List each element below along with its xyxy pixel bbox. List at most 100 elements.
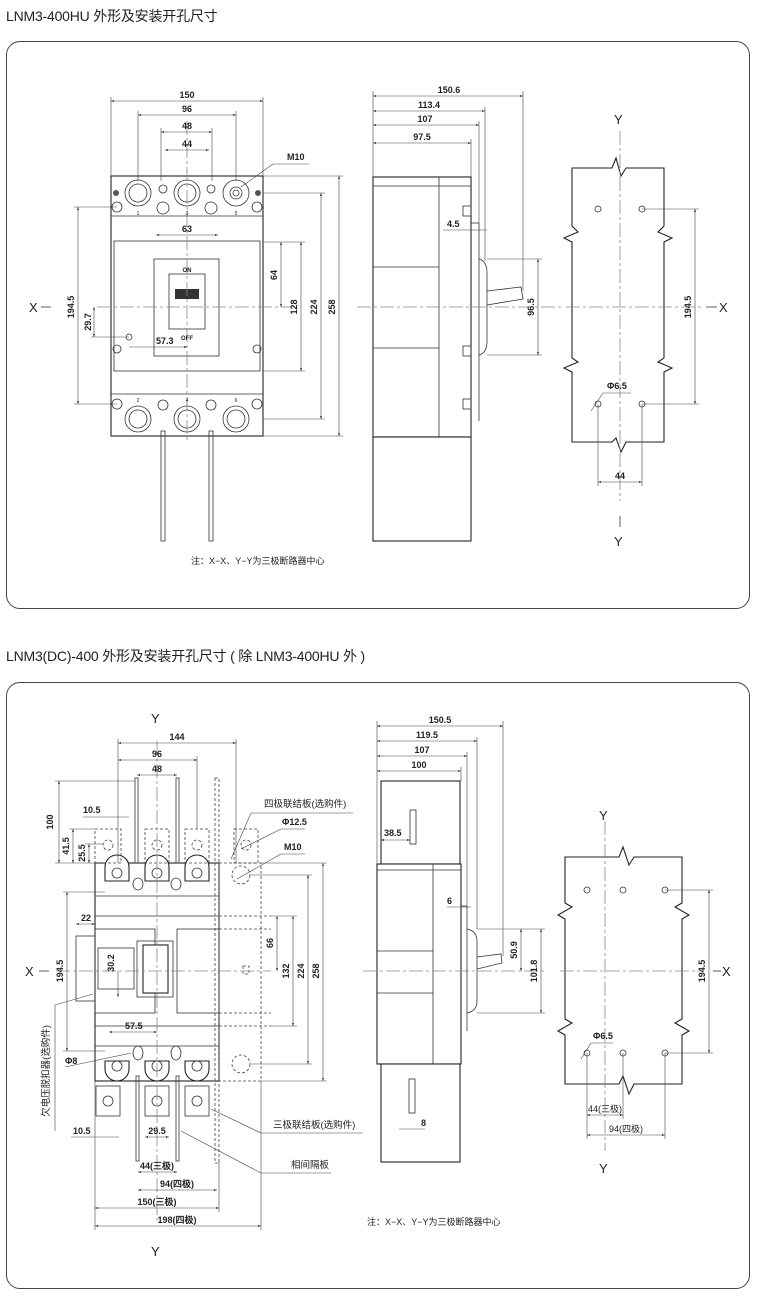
dim-194-5: 194.5 [697, 960, 707, 983]
dim-48: 48 [182, 121, 192, 131]
callout-undervoltage-release: 欠电压脱扣器(选购件) [40, 1025, 52, 1117]
dim-10-5-bottom: 10.5 [73, 1126, 91, 1136]
label-m10: M10 [287, 152, 305, 162]
y-axis-label-top: Y [599, 808, 608, 823]
dim-198-four-pole: 198(四极) [157, 1214, 196, 1225]
terminal-number: 2 [137, 398, 140, 404]
phase-barrier [135, 1075, 140, 1162]
note-centerlines: 注：X−X、Y−Y为三极断路器中心 [191, 555, 325, 566]
dim-150-5: 150.5 [429, 715, 452, 725]
dim-128: 128 [289, 299, 299, 314]
dim-107: 107 [414, 745, 429, 755]
dim-100: 100 [411, 760, 426, 770]
side-view: 150.6 113.4 107 97.5 4.5 96.5 [357, 85, 561, 542]
label-hole-dia: Φ6.5 [607, 381, 627, 391]
x-axis-label: X [29, 300, 38, 315]
dim-101-8: 101.8 [529, 960, 539, 983]
callout-three-pole-plate: 三极联结板(选购件) [273, 1119, 355, 1131]
dim-113-4: 113.4 [418, 100, 440, 110]
dim-8: 8 [421, 1118, 426, 1128]
dim-41-5: 41.5 [61, 837, 71, 855]
terminal-number: 3 [186, 211, 189, 217]
label-hole-dia: Φ6.5 [593, 1031, 613, 1041]
dim-44-three-pole: 44(三极) [588, 1103, 622, 1114]
dim-150: 150 [179, 90, 194, 100]
front-view: 150 96 48 44 M10 63 ON OFF 1 3 5 2 4 6 6… [29, 90, 343, 542]
dim-94-four-pole: 94(四极) [609, 1123, 643, 1134]
handle-lever [486, 286, 524, 306]
bottom-terminals [104, 1045, 210, 1082]
three-pole-plate [95, 1085, 121, 1117]
undervoltage-release [75, 935, 96, 1002]
section2-panel: 144 96 48 100 41.5 25.5 10.5 22 194.5 30… [6, 682, 750, 1289]
dim-64: 64 [269, 270, 279, 280]
terminal-number: 4 [186, 398, 189, 404]
dim-194-5: 194.5 [55, 960, 65, 983]
dim-63: 63 [182, 224, 192, 234]
note-centerlines: 注：X−X、Y−Y为三极断路器中心 [367, 1216, 501, 1227]
dim-4-5: 4.5 [447, 219, 460, 229]
callout-four-pole-plate: 四极联结板(选购件) [264, 798, 346, 810]
dim-57-5: 57.5 [125, 1021, 143, 1031]
dim-30-2: 30.2 [106, 954, 116, 972]
dim-66: 66 [265, 938, 275, 948]
dim-38-5: 38.5 [384, 828, 402, 838]
dim-194-5: 194.5 [683, 296, 693, 319]
x-axis-label: X [719, 300, 728, 315]
callout-phase-barrier: 相间隔板 [291, 1159, 330, 1171]
dim-258: 258 [327, 299, 337, 314]
dim-48: 48 [152, 764, 162, 774]
x-axis-label: X [25, 964, 34, 979]
callout-m10: M10 [284, 842, 302, 852]
dim-25-5: 25.5 [77, 844, 87, 862]
undervoltage-window [97, 947, 135, 990]
dim-224: 224 [309, 299, 319, 314]
dim-97-5: 97.5 [413, 132, 431, 142]
section1-title: LNM3-400HU 外形及安装开孔尺寸 [6, 8, 218, 24]
handle [142, 944, 169, 994]
y-axis-label-top: Y [151, 711, 160, 726]
barrier-block [372, 436, 472, 542]
dim-100: 100 [45, 814, 55, 829]
y-axis-label-bottom: Y [151, 1244, 160, 1259]
label-on: ON [183, 268, 192, 274]
section1-panel: 150 96 48 44 M10 63 ON OFF 1 3 5 2 4 6 6… [6, 41, 750, 609]
callout-phi12-5: Φ12.5 [282, 817, 307, 827]
dim-224: 224 [296, 963, 306, 978]
label-off: OFF [181, 336, 193, 342]
dim-94-four-pole: 94(四极) [160, 1178, 194, 1189]
dim-44: 44 [182, 139, 192, 149]
front-view: 144 96 48 100 41.5 25.5 10.5 22 194.5 30… [25, 711, 363, 1259]
mounting-hole-view: 194.5 44 Φ6.5 Y Y X [562, 112, 728, 549]
dim-29-7: 29.7 [83, 313, 93, 331]
y-axis-label-bottom: Y [614, 534, 623, 549]
dim-96: 96 [152, 749, 162, 759]
dim-132: 132 [281, 963, 291, 978]
dim-96-5: 96.5 [526, 298, 536, 316]
drawing-lnm3-dc-400: 144 96 48 100 41.5 25.5 10.5 22 194.5 30… [25, 711, 731, 1259]
terminal-number: 5 [235, 211, 238, 217]
handle-lever [476, 953, 503, 970]
dim-6: 6 [447, 896, 452, 906]
dim-44-three-pole: 44(三极) [140, 1160, 174, 1171]
dim-107: 107 [417, 114, 432, 124]
mounting-hole-view: 194.5 Φ6.5 44(三极) 94(四极) Y Y X [556, 808, 731, 1176]
dim-150-three-pole: 150(三极) [137, 1196, 176, 1207]
dim-150-6: 150.6 [438, 85, 461, 95]
dim-50-9: 50.9 [509, 941, 519, 959]
drawing-lnm3-400hu: 150 96 48 44 M10 63 ON OFF 1 3 5 2 4 6 6… [29, 85, 728, 566]
dim-44: 44 [615, 471, 625, 481]
section2-title: LNM3(DC)-400 外形及安装开孔尺寸 ( 除 LNM3-400HU 外 … [6, 648, 365, 664]
x-axis-label: X [722, 964, 731, 979]
dim-57-3: 57.3 [156, 336, 174, 346]
dim-119-5: 119.5 [416, 730, 438, 740]
label-phi8: Φ8 [65, 1056, 77, 1066]
handle-frame [153, 258, 220, 357]
dim-96: 96 [182, 104, 192, 114]
y-axis-label-bottom: Y [599, 1161, 608, 1176]
dim-194-5: 194.5 [66, 296, 76, 319]
terminal-number: 1 [137, 211, 140, 217]
dim-22: 22 [81, 913, 91, 923]
terminal-number: 6 [235, 398, 238, 404]
dim-10-5-top: 10.5 [83, 805, 101, 815]
